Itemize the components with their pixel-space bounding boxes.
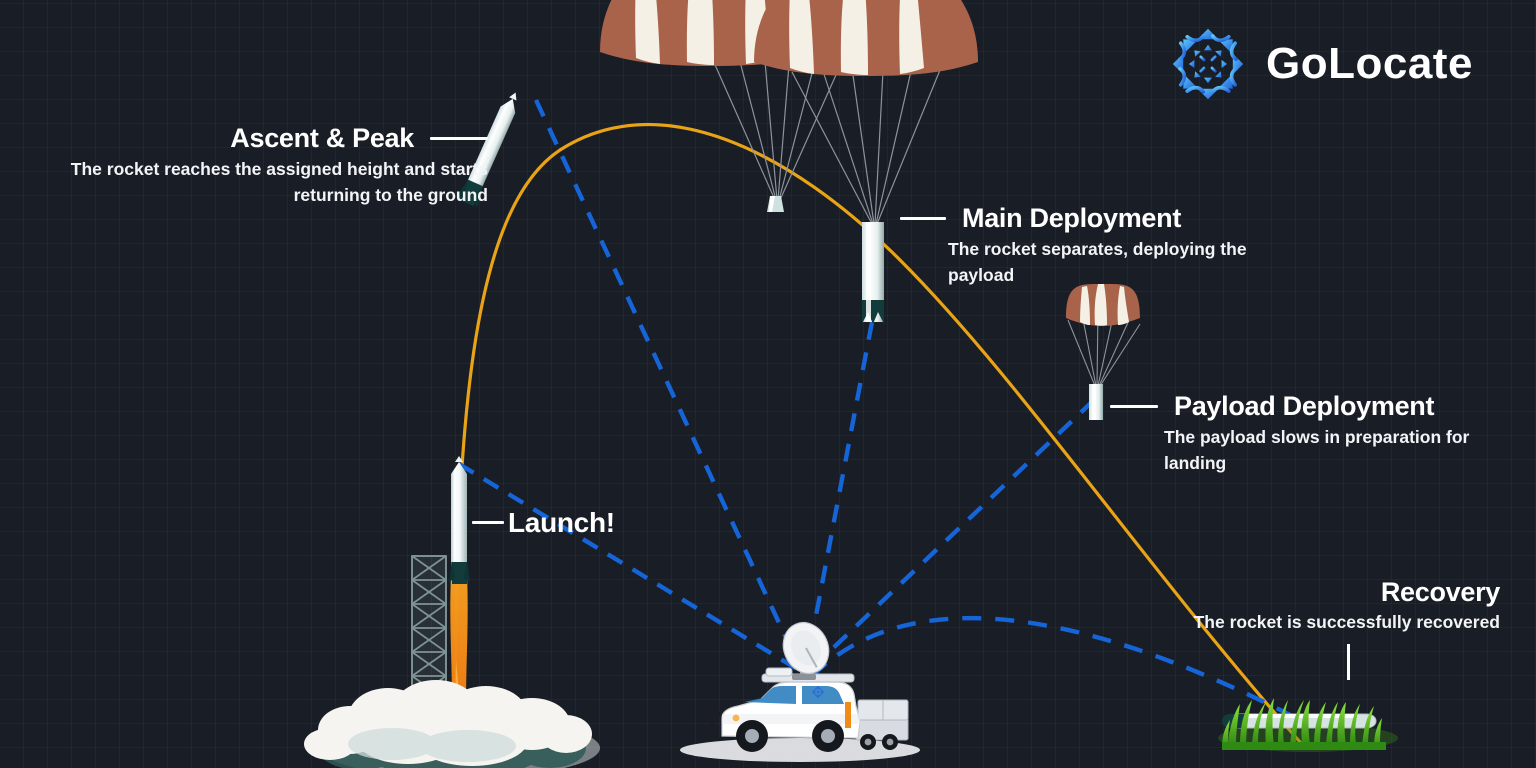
- callout-recovery: Recovery The rocket is successfully reco…: [1180, 577, 1500, 681]
- callout-main-rule: [900, 216, 946, 220]
- callout-main-deployment: Main Deployment The rocket separates, de…: [900, 204, 1320, 289]
- brand-name: GoLocate: [1266, 39, 1473, 88]
- main-parachute-pair: [600, 0, 978, 225]
- callout-ascent-title-row: Ascent & Peak: [18, 124, 488, 152]
- callout-launch-rule: [472, 521, 504, 525]
- telemetry-signal-links: [457, 99, 1302, 722]
- payload-parachute: [1066, 283, 1141, 420]
- callout-payload-deployment: Payload Deployment The payload slows in …: [1110, 392, 1530, 477]
- descending-rocket-body: [862, 222, 884, 324]
- callout-ascent-title: Ascent & Peak: [230, 123, 414, 153]
- radial-compass-icon: [1172, 28, 1244, 100]
- callout-launch-title: Launch!: [508, 507, 615, 538]
- callout-recovery-title: Recovery: [1380, 577, 1500, 607]
- satellite-dish: [782, 622, 830, 680]
- tracking-truck: [680, 622, 920, 762]
- callout-main-title-row: Main Deployment: [900, 204, 1320, 232]
- callout-ascent-rule: [430, 136, 488, 140]
- landing-grass-patch: [1218, 698, 1398, 752]
- exhaust-smoke: [304, 680, 600, 768]
- callout-payload-title-row: Payload Deployment: [1110, 392, 1530, 420]
- callout-ascent-peak: Ascent & Peak The rocket reaches the ass…: [18, 124, 488, 209]
- parachute-canopy-right: [754, 0, 978, 76]
- callout-payload-body: The payload slows in preparation for lan…: [1164, 427, 1470, 474]
- callout-recovery-body: The rocket is successfully recovered: [1193, 612, 1500, 633]
- callout-payload-title: Payload Deployment: [1174, 391, 1435, 421]
- payload-capsule: [1089, 384, 1103, 420]
- callout-main-title: Main Deployment: [962, 203, 1182, 233]
- launching-rocket: [449, 456, 470, 740]
- callout-launch: Launch!: [472, 508, 615, 537]
- brand-lockup: GoLocate: [1168, 24, 1473, 104]
- separated-nose-cone: [767, 196, 784, 212]
- truck-trailer: [855, 699, 909, 750]
- callout-ascent-body: The rocket reaches the assigned height a…: [70, 159, 488, 206]
- flight-trajectory-path: [453, 122, 1302, 744]
- callout-main-body: The rocket separates, deploying the payl…: [948, 239, 1247, 286]
- callout-recovery-rule: [1347, 644, 1350, 681]
- callout-payload-rule: [1110, 404, 1158, 408]
